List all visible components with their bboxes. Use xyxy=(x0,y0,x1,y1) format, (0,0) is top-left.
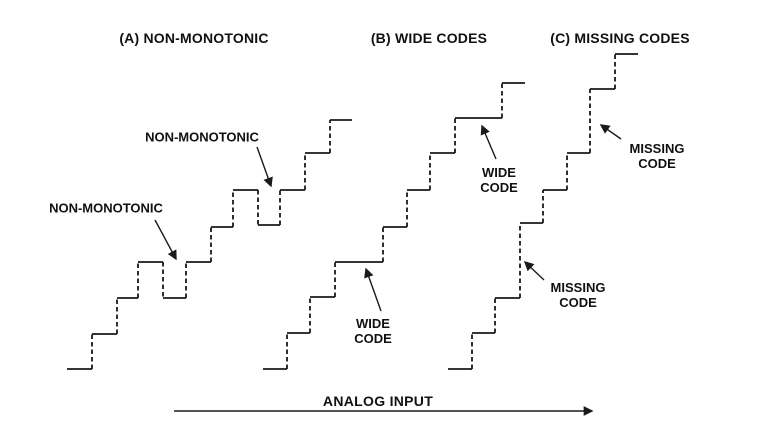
annotation-text-line: WIDE xyxy=(482,165,516,180)
annotation-missing-code-upper: MISSING CODE xyxy=(630,141,685,171)
annotation-arrow-panel-c xyxy=(523,260,545,281)
annotation-arrow-panel-b xyxy=(480,124,497,160)
annotation-text-line: CODE xyxy=(638,156,676,171)
annotation-missing-code-lower: MISSING CODE xyxy=(551,280,606,310)
annotation-text-line: CODE xyxy=(559,295,597,310)
annotation-arrow-panel-c xyxy=(599,124,622,140)
annotation-non-monotonic-lower: NON-MONOTONIC xyxy=(49,201,163,216)
staircase-lines-layer xyxy=(67,53,638,416)
annotation-wide-code-upper: WIDE CODE xyxy=(480,165,518,195)
annotation-text-line: NON-MONOTONIC xyxy=(49,200,163,216)
annotation-text-line: MISSING xyxy=(550,280,606,295)
annotation-text-line: MISSING xyxy=(629,141,685,156)
annotation-arrow-panel-a xyxy=(154,219,177,261)
annotation-wide-code-lower: WIDE CODE xyxy=(354,316,392,346)
analog-input-label: ANALOG INPUT xyxy=(322,393,434,409)
panel-b-title: (B) WIDE CODES xyxy=(370,30,488,46)
annotation-text-line: CODE xyxy=(480,180,518,195)
annotation-non-monotonic-upper: NON-MONOTONIC xyxy=(145,130,259,145)
annotation-arrow-panel-a xyxy=(256,146,273,188)
annotation-text-line: CODE xyxy=(354,331,392,346)
annotation-text-line: WIDE xyxy=(356,316,390,331)
annotation-arrow-panel-b xyxy=(364,267,382,312)
panel-a-title: (A) NON-MONOTONIC xyxy=(119,30,269,46)
panel-c-title: (C) MISSING CODES xyxy=(550,30,690,46)
annotation-text-line: NON-MONOTONIC xyxy=(145,129,259,145)
